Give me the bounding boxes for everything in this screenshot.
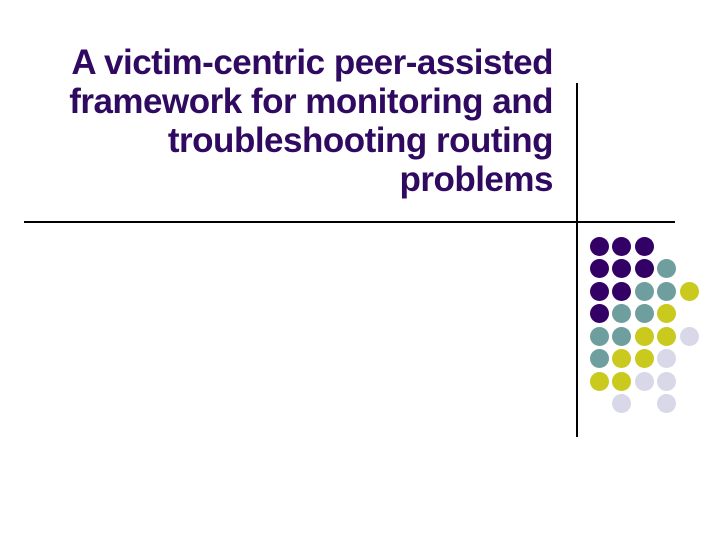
dot-cell: [633, 325, 656, 348]
dot-cell: [611, 303, 634, 326]
dot-cell: [656, 280, 679, 303]
decoration-dot-teal: [634, 281, 654, 301]
decoration-dot-yellow: [589, 371, 609, 391]
decoration-dot-lavender: [679, 326, 699, 346]
dot-cell: [588, 348, 611, 371]
dot-cell: [611, 258, 634, 281]
decoration-dot-purple: [634, 259, 654, 279]
dot-cell: [611, 370, 634, 393]
dot-cell: [656, 258, 679, 281]
title-line-2: framework for monitoring and: [69, 82, 553, 121]
dot-cell: [611, 393, 634, 416]
decoration-dot-purple: [612, 281, 632, 301]
decoration-dot-lavender: [634, 371, 654, 391]
dot-cell: [678, 235, 701, 258]
dot-cell: [656, 235, 679, 258]
title-line-4: problems: [399, 160, 553, 199]
dot-cell: [633, 235, 656, 258]
decoration-dot-teal: [612, 304, 632, 324]
decoration-dot-teal: [657, 259, 677, 279]
dot-cell: [588, 280, 611, 303]
dot-cell: [633, 258, 656, 281]
decoration-dot-teal: [612, 326, 632, 346]
dot-cell: [633, 348, 656, 371]
dot-cell: [588, 370, 611, 393]
title-line-3: troubleshooting routing: [167, 121, 554, 160]
decoration-dot-lavender: [657, 371, 677, 391]
dot-cell: [588, 235, 611, 258]
dot-cell: [656, 370, 679, 393]
dot-cell: [678, 393, 701, 416]
dot-cell: [678, 370, 701, 393]
dot-cell: [611, 235, 634, 258]
dot-cell: [611, 280, 634, 303]
decoration-dot-yellow: [657, 304, 677, 324]
dot-cell: [633, 393, 656, 416]
dot-cell: [611, 348, 634, 371]
dot-decoration: [588, 235, 701, 415]
decoration-dot-purple: [589, 304, 609, 324]
dot-cell: [611, 325, 634, 348]
decoration-dot-purple: [589, 281, 609, 301]
dot-cell: [678, 325, 701, 348]
dot-cell: [633, 303, 656, 326]
dot-cell: [656, 325, 679, 348]
decoration-dot-yellow: [657, 326, 677, 346]
decoration-dot-purple: [612, 259, 632, 279]
dot-cell: [633, 280, 656, 303]
decoration-dot-yellow: [634, 326, 654, 346]
dot-cell: [678, 280, 701, 303]
decoration-dot-yellow: [612, 371, 632, 391]
title-line-1: A victim-centric peer-assisted: [71, 43, 553, 82]
decoration-dot-lavender: [612, 394, 632, 414]
decoration-dot-teal: [634, 304, 654, 324]
decoration-dot-lavender: [657, 394, 677, 414]
decoration-dot-purple: [634, 236, 654, 256]
dot-cell: [588, 325, 611, 348]
dot-cell: [588, 393, 611, 416]
decoration-dot-teal: [589, 349, 609, 369]
dot-cell: [588, 258, 611, 281]
title-underline: [24, 221, 675, 223]
decoration-dot-purple: [589, 259, 609, 279]
decoration-dot-lavender: [657, 349, 677, 369]
decoration-dot-teal: [589, 326, 609, 346]
dot-cell: [588, 303, 611, 326]
decoration-dot-teal: [657, 281, 677, 301]
decoration-dot-purple: [612, 236, 632, 256]
vertical-divider: [576, 83, 578, 437]
slide-title: A victim-centric peer-assisted framework…: [33, 43, 553, 199]
dot-cell: [633, 370, 656, 393]
decoration-dot-purple: [589, 236, 609, 256]
dot-cell: [656, 303, 679, 326]
dot-cell: [656, 393, 679, 416]
dot-cell: [678, 348, 701, 371]
decoration-dot-yellow: [679, 281, 699, 301]
dot-cell: [656, 348, 679, 371]
decoration-dot-yellow: [612, 349, 632, 369]
dot-cell: [678, 258, 701, 281]
decoration-dot-yellow: [634, 349, 654, 369]
dot-cell: [678, 303, 701, 326]
